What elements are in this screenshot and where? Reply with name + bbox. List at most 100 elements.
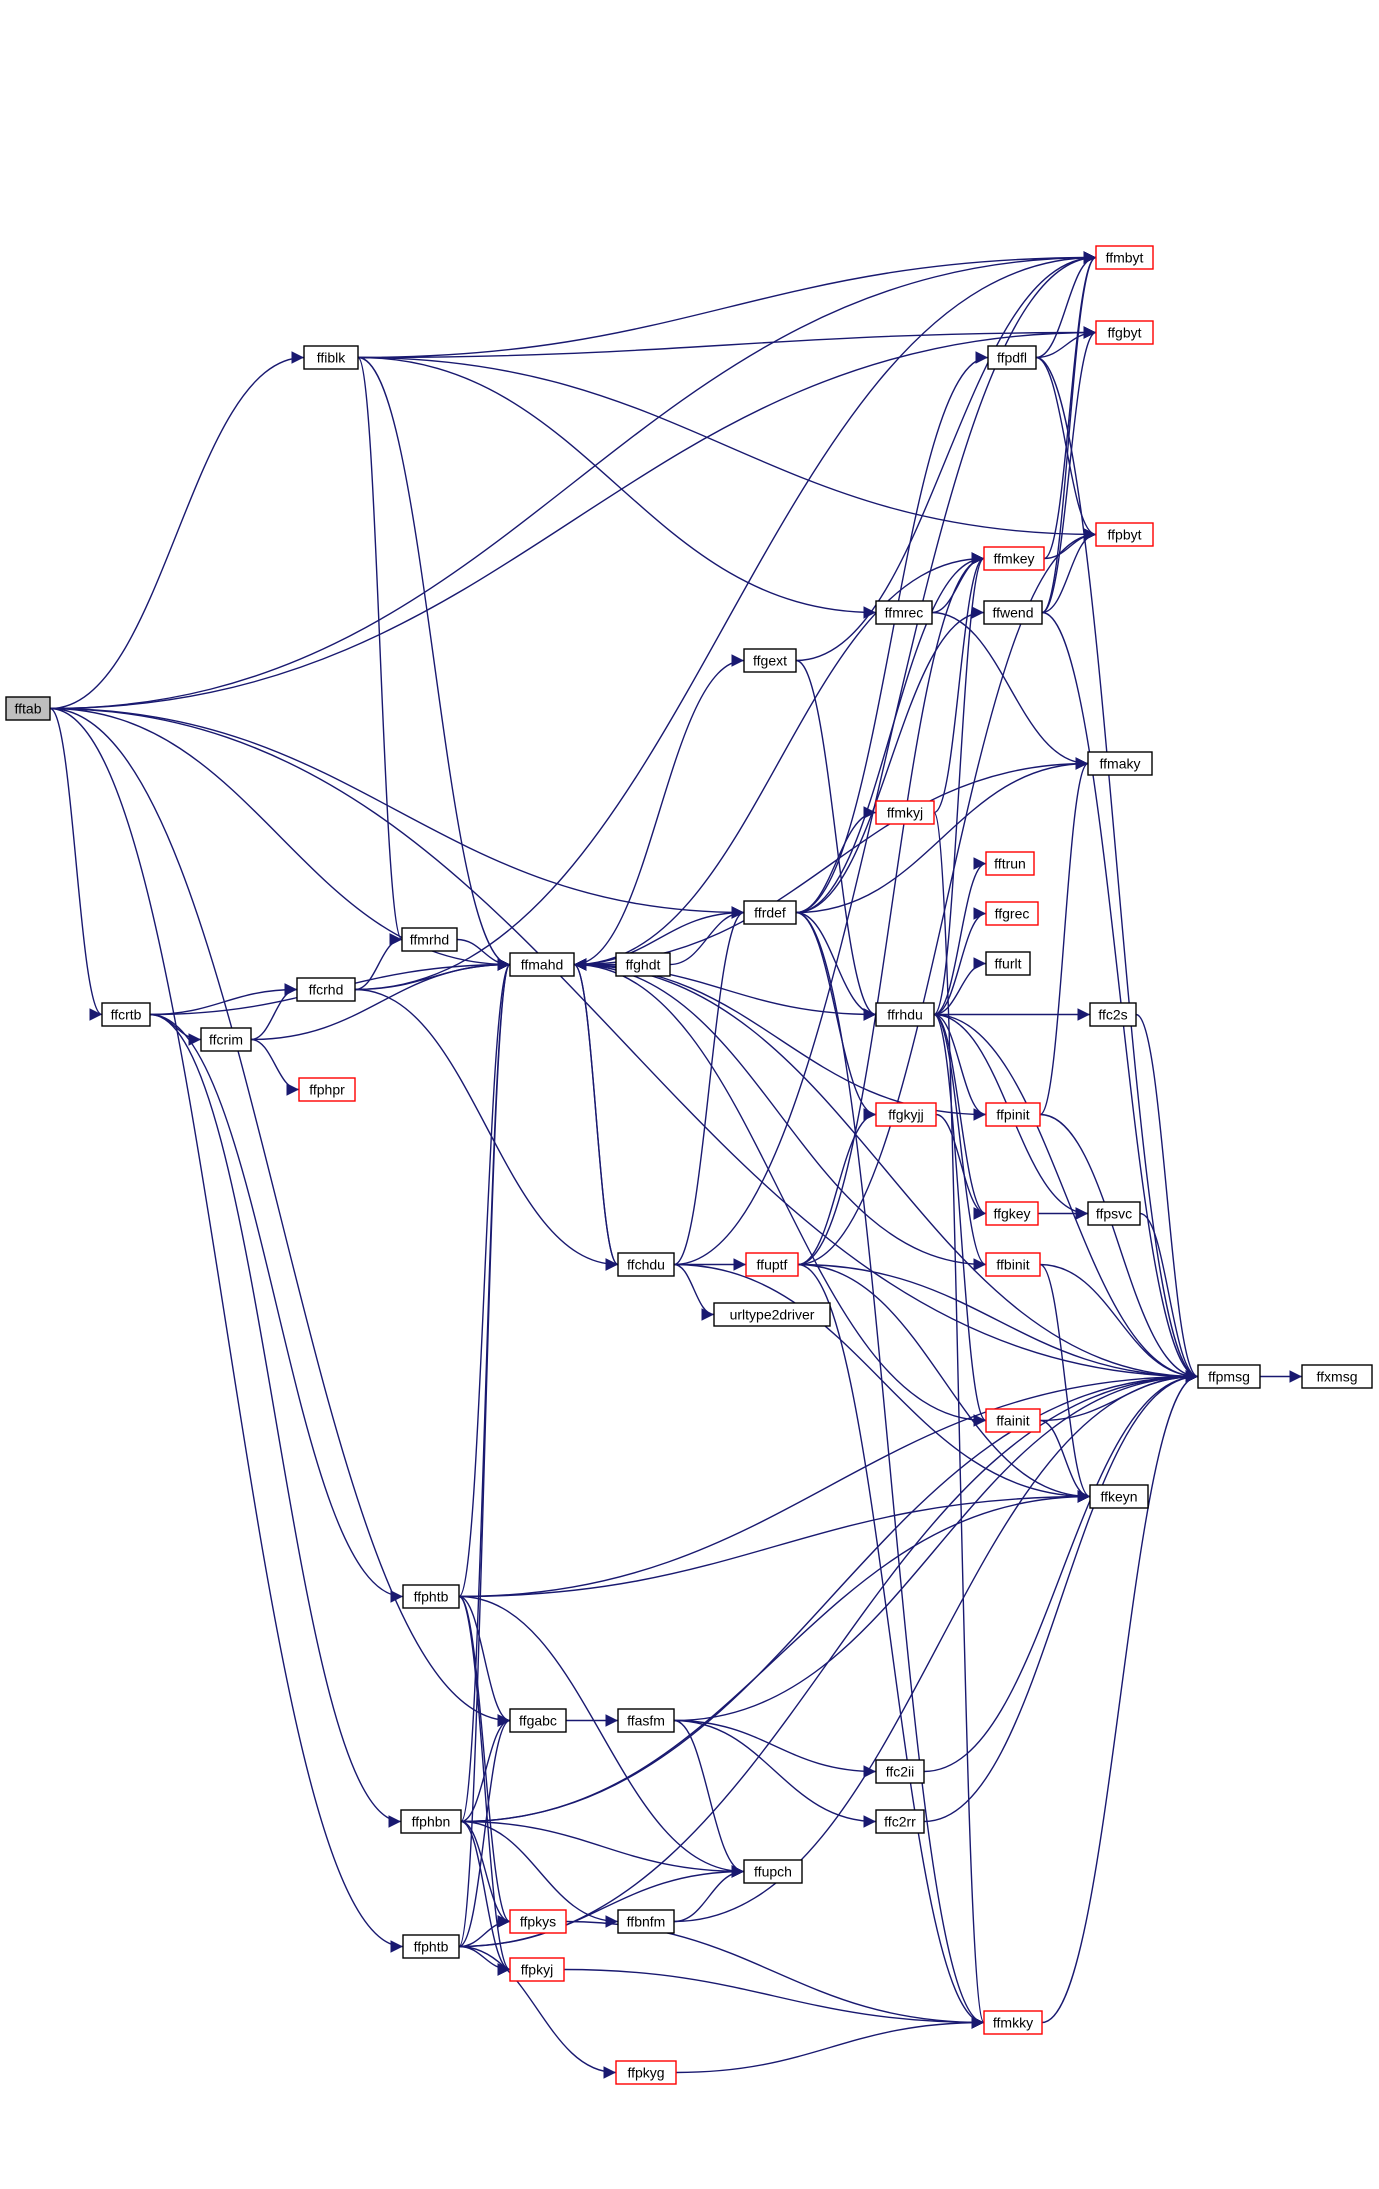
node-label: ffc2s xyxy=(1098,1007,1127,1023)
edge-ffuptf-to-ffmkey xyxy=(797,552,985,1266)
edge-ffphbn-to-ffgabc xyxy=(460,1714,511,1823)
edge-ffchdu-to-urltype2driver xyxy=(673,1263,715,1321)
node-box xyxy=(298,1077,356,1102)
node-ffasfm[interactable]: ffasfm xyxy=(617,1708,675,1733)
node-box xyxy=(509,1909,567,1934)
node-ffgbyt[interactable]: ffgbyt xyxy=(1095,320,1154,345)
edge-ffcrtb-to-ffphtb xyxy=(149,1013,404,1603)
node-label: ffpmsg xyxy=(1208,1369,1250,1385)
node-ffgext[interactable]: ffgext xyxy=(743,648,797,673)
node-label: ffpdfl xyxy=(997,350,1027,366)
node-ffainit[interactable]: ffainit xyxy=(985,1408,1041,1433)
node-ffphpr[interactable]: ffphpr xyxy=(298,1077,356,1102)
node-ffupch[interactable]: ffupch xyxy=(743,1859,803,1884)
edge-ffcrim-to-ffcrhd xyxy=(250,983,298,1041)
node-ffghdt[interactable]: ffghdt xyxy=(615,952,671,977)
edge-ffphtb2-to-ffmahd xyxy=(458,958,511,1948)
edge-ffasfm-to-ffpmsg xyxy=(673,1370,1199,1722)
node-ffxmsg[interactable]: ffxmsg xyxy=(1301,1364,1373,1389)
node-label: ffghdt xyxy=(626,957,661,973)
node-ffmrhd[interactable]: ffmrhd xyxy=(401,927,458,952)
node-ffrhdu[interactable]: ffrhdu xyxy=(875,1002,935,1027)
node-label: ffpkyj xyxy=(521,1962,553,1978)
node-box xyxy=(875,600,933,625)
node-ffpdfl[interactable]: ffpdfl xyxy=(987,345,1037,370)
node-ffcrtb[interactable]: ffcrtb xyxy=(101,1002,151,1027)
edge-ffmkky-to-ffpmsg xyxy=(1041,1370,1199,2024)
node-ffphbn[interactable]: ffphbn xyxy=(400,1809,462,1834)
node-label: ffmkey xyxy=(994,551,1035,567)
edge-ffchdu-to-ffkeyn xyxy=(673,1263,1091,1503)
node-fftab[interactable]: fftab xyxy=(5,696,51,721)
node-ffmkky[interactable]: ffmkky xyxy=(983,2010,1043,2035)
node-ffmkyj[interactable]: ffmkyj xyxy=(875,800,935,825)
edge-ffpinit-to-ffmahd xyxy=(573,958,987,1116)
edge-ffphbn-to-ffupch xyxy=(460,1820,745,1878)
node-ffpinit[interactable]: ffpinit xyxy=(985,1102,1041,1127)
edge-ffrdef-to-ffmkyj xyxy=(795,806,877,914)
node-box xyxy=(875,1002,935,1027)
node-ffpkyj[interactable]: ffpkyj xyxy=(509,1957,565,1982)
node-ffwend[interactable]: ffwend xyxy=(983,600,1043,625)
node-ffpbyt[interactable]: ffpbyt xyxy=(1095,522,1154,547)
edge-ffphtb2-to-ffupch xyxy=(458,1865,745,1948)
node-ffmrec[interactable]: ffmrec xyxy=(875,600,933,625)
node-ffpmsg[interactable]: ffpmsg xyxy=(1197,1364,1261,1389)
edge-ffmahd-to-ffpmsg xyxy=(573,963,1199,1383)
node-ffiblk[interactable]: ffiblk xyxy=(303,345,359,370)
node-box xyxy=(987,345,1037,370)
node-label: ffc2rr xyxy=(884,1814,916,1830)
edge-ffphtb2-to-ffpkyg xyxy=(458,1945,617,2079)
node-ffphtb2[interactable]: ffphtb xyxy=(402,1934,460,1959)
node-box xyxy=(402,1934,460,1959)
node-ffmahd[interactable]: ffmahd xyxy=(509,952,575,977)
edge-ffcrim-to-ffphpr xyxy=(250,1038,300,1096)
node-ffc2ii[interactable]: ffc2ii xyxy=(875,1759,925,1784)
node-ffc2s[interactable]: ffc2s xyxy=(1089,1002,1137,1027)
node-ffbnfm[interactable]: ffbnfm xyxy=(617,1909,675,1934)
node-ffurlt[interactable]: ffurlt xyxy=(985,951,1031,976)
node-box xyxy=(615,2060,677,2085)
node-ffgkey[interactable]: ffgkey xyxy=(985,1201,1039,1226)
edge-ffcrhd-to-ffchdu xyxy=(354,988,619,1271)
node-urltype2driver[interactable]: urltype2driver xyxy=(713,1302,831,1327)
node-label: ffpbyt xyxy=(1108,527,1142,543)
node-ffrdef[interactable]: ffrdef xyxy=(743,900,797,925)
edge-ffc2ii-to-ffpmsg xyxy=(923,1370,1199,1773)
edge-ffrdef-to-ffmkey xyxy=(795,552,985,914)
node-box xyxy=(1095,522,1154,547)
edge-ffmkey-to-ffmahd xyxy=(573,557,985,971)
node-label: fftab xyxy=(15,701,42,717)
node-ffmbyt[interactable]: ffmbyt xyxy=(1095,245,1154,270)
node-ffuptf[interactable]: ffuptf xyxy=(745,1252,799,1277)
node-ffcrim[interactable]: ffcrim xyxy=(200,1027,252,1052)
node-ffchdu[interactable]: ffchdu xyxy=(617,1252,675,1277)
node-ffkeyn[interactable]: ffkeyn xyxy=(1089,1484,1149,1509)
node-label: ffmrhd xyxy=(410,932,449,948)
node-ffmkey[interactable]: ffmkey xyxy=(983,546,1045,571)
node-box xyxy=(985,901,1039,926)
node-ffphtb[interactable]: ffphtb xyxy=(402,1584,460,1609)
edge-ffcrim-to-ffmahd xyxy=(250,958,511,1041)
node-ffgkyjj[interactable]: ffgkyjj xyxy=(875,1102,937,1127)
edge-ffpinit-to-ffmaky xyxy=(1039,757,1089,1116)
edge-ffasfm-to-ffc2ii xyxy=(673,1719,877,1778)
node-fftrun[interactable]: fftrun xyxy=(985,851,1035,876)
node-ffpkyg[interactable]: ffpkyg xyxy=(615,2060,677,2085)
node-ffpsvc[interactable]: ffpsvc xyxy=(1087,1201,1141,1226)
node-label: ffgbyt xyxy=(1108,325,1142,341)
node-ffbinit[interactable]: ffbinit xyxy=(985,1252,1041,1277)
node-label: ffpinit xyxy=(996,1107,1029,1123)
edge-ffuptf-to-ffgkyjj xyxy=(797,1108,877,1266)
edge-fftab-to-ffmahd xyxy=(49,707,511,971)
edge-ffcrhd-to-ffmbyt xyxy=(354,251,1097,991)
node-box xyxy=(402,1584,460,1609)
node-ffmaky[interactable]: ffmaky xyxy=(1087,751,1153,776)
edge-ffmkyj-to-ffmkey xyxy=(933,552,985,814)
node-ffc2rr[interactable]: ffc2rr xyxy=(875,1809,925,1834)
node-ffgabc[interactable]: ffgabc xyxy=(509,1708,567,1733)
node-box xyxy=(985,851,1035,876)
node-ffcrhd[interactable]: ffcrhd xyxy=(296,977,356,1002)
node-ffgrec[interactable]: ffgrec xyxy=(985,901,1039,926)
node-ffpkys[interactable]: ffpkys xyxy=(509,1909,567,1934)
